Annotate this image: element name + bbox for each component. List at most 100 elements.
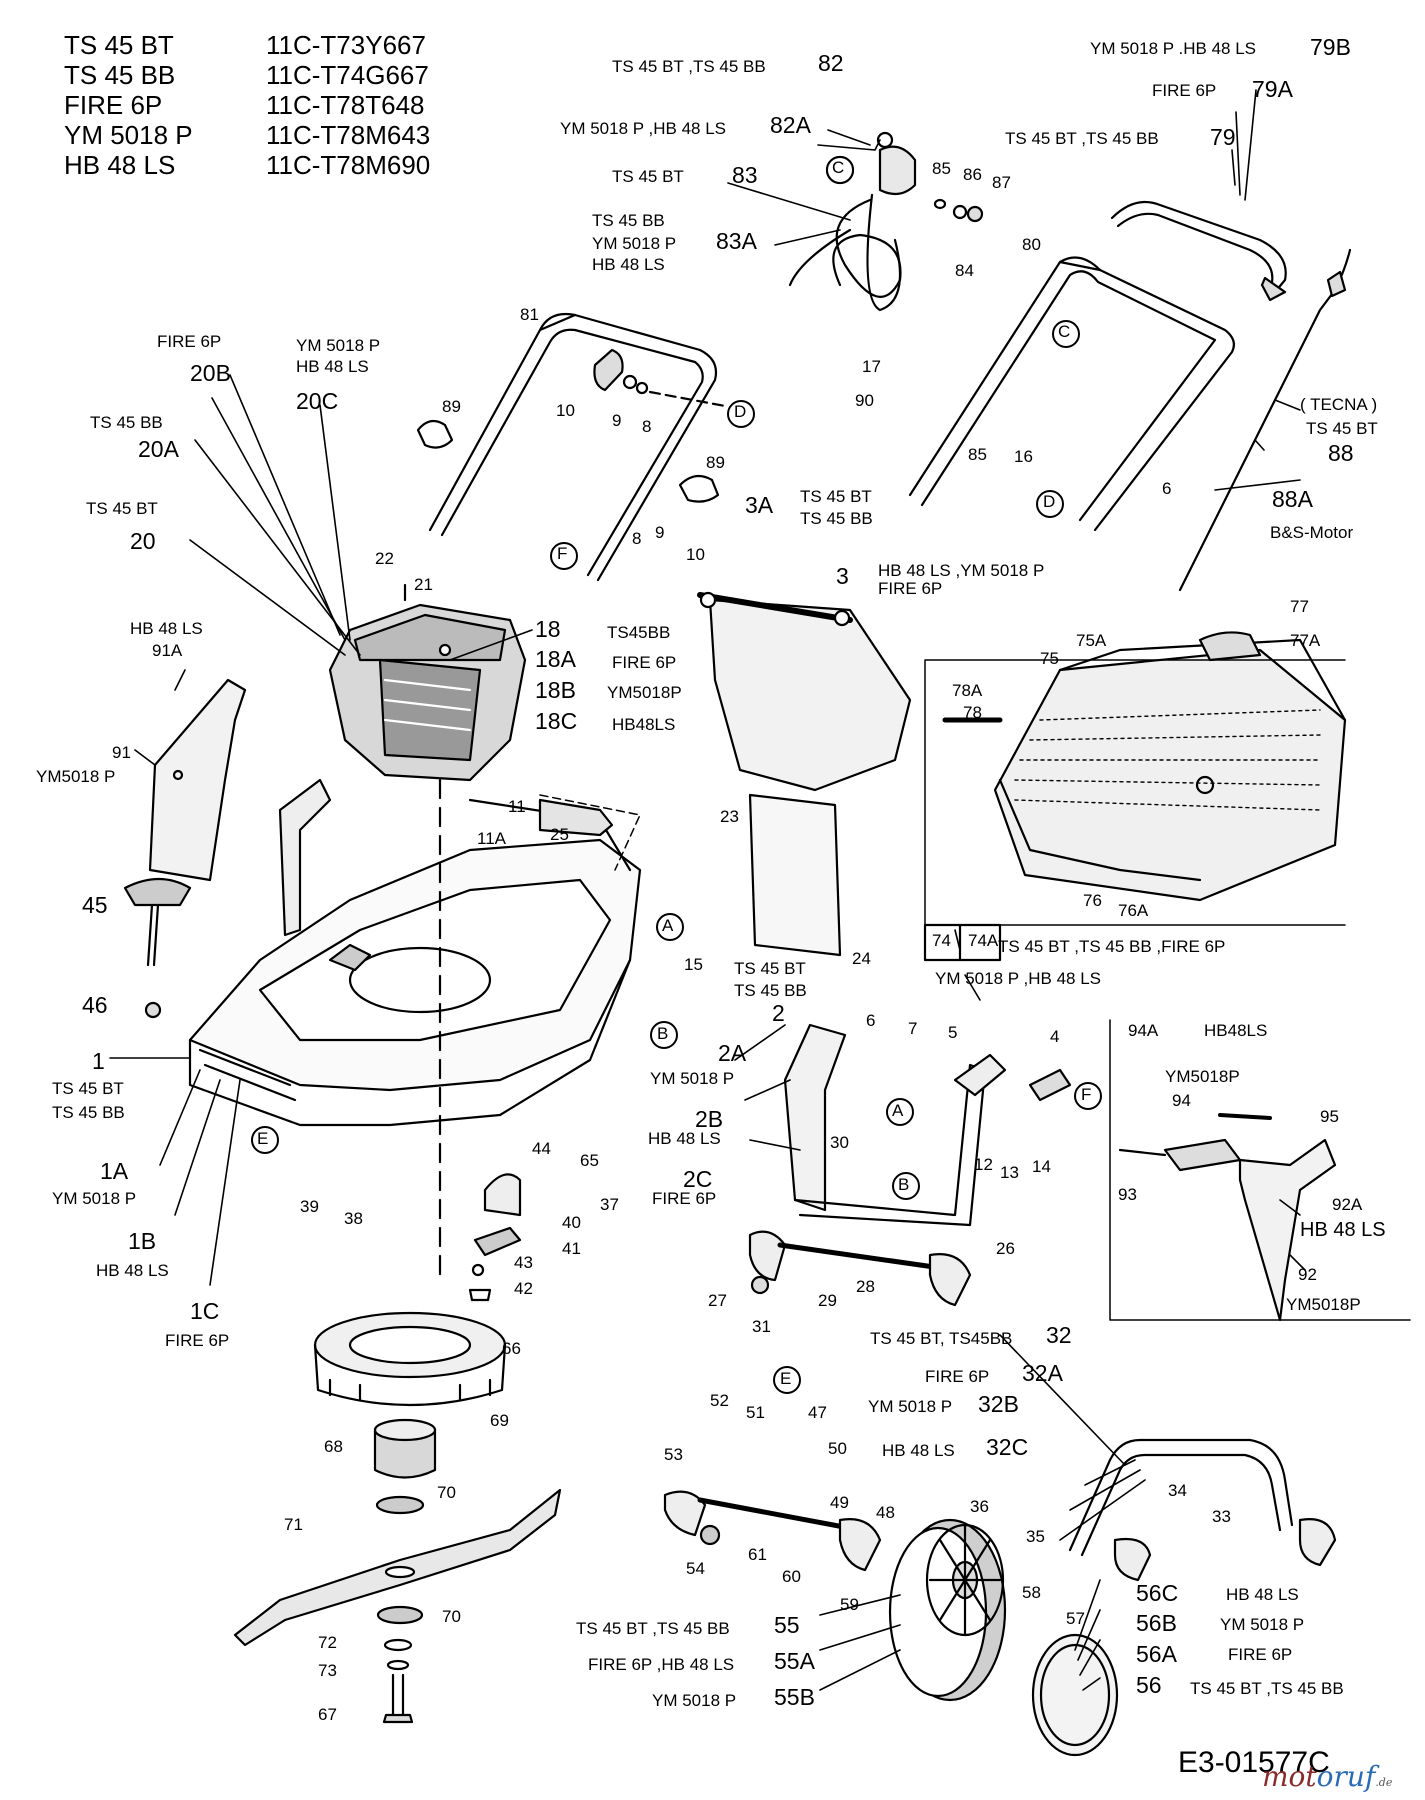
part-number: 56A: [1136, 1641, 1177, 1667]
part-number: 3: [836, 563, 849, 589]
part-number: 77: [1290, 597, 1309, 616]
part-number: 22: [375, 549, 394, 568]
part-number: 89: [706, 453, 725, 472]
part-number: 79A: [1252, 76, 1293, 102]
part-number: 9: [612, 411, 622, 430]
part-number: 89: [442, 397, 461, 416]
callout-note: HB 48 LS: [1226, 1585, 1299, 1604]
part-number: 17: [862, 357, 881, 376]
model-name: TS 45 BT: [64, 30, 174, 60]
part-number: 78A: [952, 681, 983, 700]
callout-note: HB 48 LS: [96, 1261, 169, 1280]
part-number: 40: [562, 1213, 581, 1232]
part-number: 20A: [138, 436, 179, 462]
part-number: 51: [746, 1403, 765, 1422]
part-number: 69: [490, 1411, 509, 1430]
part-number: 47: [808, 1403, 827, 1422]
part-number: 7: [908, 1019, 918, 1038]
part-number: 9: [655, 523, 665, 542]
blade-hub-68: [373, 1418, 437, 1515]
part-number: 65: [580, 1151, 599, 1170]
callout-note: YM 5018 P: [1220, 1615, 1305, 1634]
watermark-part: mot: [1262, 1760, 1317, 1793]
part-number: 3A: [745, 492, 774, 518]
part-number: 34: [1168, 1481, 1187, 1500]
part-number: 27: [708, 1291, 727, 1310]
part-number: 26: [996, 1239, 1015, 1258]
part-number: 78: [963, 703, 982, 722]
callout-note: TS 45 BT: [52, 1079, 124, 1098]
callout-note: YM 5018 P ,HB 48 LS: [560, 119, 727, 138]
diagram-id: E3-01577C: [1178, 1746, 1330, 1779]
part-number: 55A: [774, 1648, 815, 1674]
part-number: 16: [1014, 447, 1033, 466]
callout-note: HB48LS: [612, 715, 676, 734]
part-number: 86: [963, 165, 982, 184]
part-number: 1C: [190, 1298, 220, 1324]
part-number: 37: [600, 1195, 619, 1214]
callout-note: YM 5018 P: [52, 1189, 137, 1208]
circle-marker-label: D: [1043, 492, 1056, 511]
part-number: 6: [1162, 479, 1172, 498]
part-number: 20B: [190, 360, 231, 386]
part-number: 33: [1212, 1507, 1231, 1526]
part-number: 2B: [695, 1106, 724, 1132]
flap-23: [748, 793, 842, 957]
part-number: 24: [852, 949, 871, 968]
part-number: 42: [514, 1279, 533, 1298]
part-number: 80: [1022, 235, 1041, 254]
part-number: 11A: [477, 829, 506, 848]
part-number: 2A: [718, 1040, 747, 1066]
part-number: 44: [532, 1139, 551, 1158]
blade-adapter-66: [313, 1311, 507, 1407]
callout-note: YM5018P: [607, 683, 682, 702]
part-number: 8: [632, 529, 642, 548]
part-number: 79: [1210, 124, 1236, 150]
part-number: 58: [1022, 1583, 1041, 1602]
part-number: 95: [1320, 1107, 1339, 1126]
part-number: 41: [562, 1239, 581, 1258]
part-number: 15: [684, 955, 703, 974]
part-number: 73: [318, 1661, 337, 1680]
bracket-25: [538, 794, 641, 871]
part-number: 91A: [152, 641, 183, 660]
model-name: FIRE 6P: [64, 90, 163, 120]
part-number: 20: [130, 528, 156, 554]
callout-note: TS 45 BT ,TS 45 BB ,FIRE 6P: [998, 937, 1226, 956]
part-number: 54: [686, 1559, 705, 1578]
part-number: 93: [1118, 1185, 1137, 1204]
part-number: 25: [550, 825, 569, 844]
callout-note: TS 45 BT ,TS 45 BB: [1005, 129, 1159, 148]
callout-note: HB48LS: [1204, 1021, 1268, 1040]
part-number: 18A: [535, 646, 576, 672]
callout-note: YM 5018 P: [652, 1691, 737, 1710]
part-number: 13: [1000, 1163, 1019, 1182]
circle-marker-label: B: [657, 1024, 669, 1043]
callout-note: YM 5018 P: [868, 1397, 953, 1416]
part-number: 11: [508, 797, 526, 816]
part-number: 71: [284, 1515, 303, 1534]
model-name: TS 45 BB: [64, 60, 176, 90]
part-number: 92A: [1332, 1195, 1363, 1214]
part-number: 5: [948, 1023, 958, 1042]
part-number: 59: [840, 1595, 859, 1614]
part-number: 82: [818, 50, 844, 76]
part-number: 74: [932, 931, 951, 950]
callout-note: TS45BB: [607, 623, 671, 642]
top-bail-79: [1110, 200, 1287, 302]
circle-marker-label: F: [1081, 1085, 1092, 1104]
part-number: 32C: [986, 1434, 1029, 1460]
callout-note: TS 45 BT ,TS 45 BB: [1190, 1679, 1344, 1698]
part-number: 76: [1083, 891, 1102, 910]
part-number: 10: [686, 545, 705, 564]
part-number: 18B: [535, 677, 576, 703]
rear-bracket-20: [278, 778, 332, 937]
part-number: 45: [82, 892, 108, 918]
part-number: 39: [300, 1197, 319, 1216]
callout-note: YM5018P: [1165, 1067, 1240, 1086]
part-number: 18: [535, 616, 561, 642]
